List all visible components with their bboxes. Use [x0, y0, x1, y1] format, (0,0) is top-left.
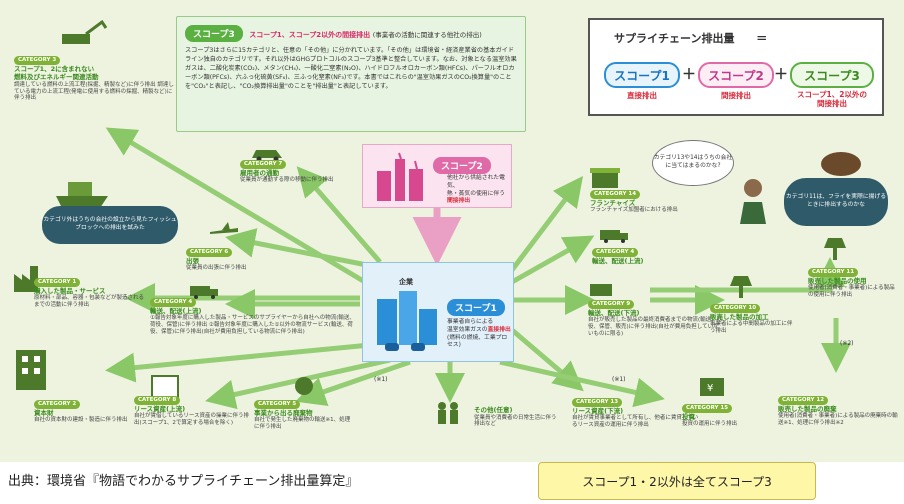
category-15: CATEGORY 15 投資 投資の運用に伴う排出 [682, 404, 738, 428]
category-3: CATEGORY 3 スコープ1、2に含まれない 燃料及びエネルギー関連活動 調… [14, 56, 174, 102]
category-8: CATEGORY 8 リース資産(上流) 自社が賃借しているリース資産の操業に伴… [134, 396, 250, 426]
svg-text:¥: ¥ [707, 383, 713, 394]
formula-scope3: スコープ3 [790, 62, 874, 88]
note-1-left: (※1) [374, 376, 388, 383]
category-14: CATEGORY 14 フランチャイズ フランチャイズ加盟者における排出 [590, 190, 678, 214]
capital-building-icon [16, 350, 46, 390]
shop-icon [590, 168, 620, 188]
money-icon: ¥ [700, 378, 724, 396]
scope3-subtitle: スコープ1、スコープ2以外の間接排出 [249, 31, 371, 39]
arrow-to-cat7 [296, 166, 382, 264]
diagram-stage: スコープ3 スコープ1、スコープ2以外の間接排出 (事業者の活動に関連する他社の… [0, 0, 904, 462]
formula-scope2-sub: 間接排出 [721, 91, 751, 100]
summary-callout: スコープ1・2以外は全てスコープ3 [538, 462, 816, 500]
plane-icon [210, 222, 238, 234]
scope3-explanation-box: スコープ3 スコープ1、スコープ2以外の間接排出 (事業者の活動に関連する他社の… [176, 16, 526, 132]
scope2-box: スコープ2 他社から供給された電気、 熱・蒸気の使用に伴う 間接排出 [362, 144, 512, 208]
supply-chain-formula-box: サプライチェーン排出量 ＝ スコープ1 ＋ スコープ2 ＋ スコープ3 直接排出… [588, 18, 884, 116]
scope3-subtitle-note: (事業者の活動に関連する他社の排出) [372, 31, 482, 39]
arrow-to-cat2 [105, 342, 371, 383]
company-scope1-box: 企業 スコープ1 事業者自らによる 温室効果ガスの直接排出 (燃料の燃焼、工業プ… [362, 262, 514, 362]
right-speech-bubble: カテゴリ11は、フライを実際に揚げるときに排出するのかな [784, 178, 888, 226]
plus-sign-1: ＋ [682, 67, 696, 83]
note-1-right: (※1) [612, 376, 626, 383]
arrow-to-cat4b [510, 235, 595, 285]
scope1-tag: スコープ1 [447, 299, 505, 316]
category-9: CATEGORY 9 輸送、配送(下流) 自社が販売した製品の最終消費者までの物… [588, 300, 723, 337]
formula-scope3-sub: スコープ1、2以外の 間接排出 [797, 90, 867, 108]
car-icon [252, 150, 282, 162]
arrow-to-cat6 [225, 228, 373, 269]
desk-lamp-icon [824, 238, 846, 260]
category-4-upstream: CATEGORY 4 輸送、配送(上流) ①報告対象年度に購入した製品・サービス… [150, 298, 355, 335]
formula-title: サプライチェーン排出量 ＝ [614, 32, 768, 45]
factory-icon [14, 266, 38, 292]
category-1: CATEGORY 1 購入した製品・サービス 原材料・部品、容器・包装などが製造… [34, 278, 145, 308]
waste-bag-icon [295, 377, 313, 395]
company-label: 企業 [399, 278, 413, 286]
person-icon [740, 179, 766, 224]
ship-icon [56, 182, 108, 208]
category-13: CATEGORY 13 リース資産(下流) 自社が賃貸事業者として所有し、他者に… [572, 398, 699, 428]
formula-scope2: スコープ2 [698, 62, 774, 88]
scope2-tag: スコープ2 [433, 157, 491, 174]
category-2: CATEGORY 2 資本財 自社の資本財の建設・製造に伴う排出 [34, 400, 128, 424]
truck-icon [190, 286, 218, 299]
plus-sign-2: ＋ [774, 67, 788, 83]
equals-sign: ＝ [756, 32, 768, 45]
building-icon [377, 291, 437, 351]
source-citation: 出典：環境省『物語でわかるサプライチェーン排出量算定』 [8, 474, 359, 489]
truck-icon-downstream [600, 230, 628, 243]
category-10: CATEGORY 10 販売した製品の加工 事業者による中間製品の加工に伴う排出 [710, 304, 793, 334]
flow-arrows [105, 127, 851, 410]
pot-icon [821, 152, 861, 176]
note-2: (※2) [840, 340, 854, 347]
arrow-to-cat15 [499, 359, 665, 408]
arrow-to-cat5 [295, 359, 411, 407]
left-speech-bubble: カテゴリ外はうちの会社の設立から見たフィッシュブロックへの排出を試みた [42, 206, 178, 244]
arrow-to-cat14 [510, 176, 584, 272]
scope2-desc: 他社から供給された電気、 熱・蒸気の使用に伴う 間接排出 [447, 175, 505, 205]
arrow-to-cat3 [105, 127, 367, 285]
category-11: CATEGORY 11 販売した製品の使用 使用者(消費者・事業者)による製品の… [808, 268, 895, 298]
category-other: その他(任意) 従業員や消費者の日常生活に伴う排出など [474, 406, 557, 428]
power-plant-icon [377, 152, 423, 201]
scope3-tag: スコープ3 [185, 25, 243, 42]
category-6: CATEGORY 6 出張 従業員の出張に伴う排出 [186, 248, 247, 272]
cart-icon [590, 284, 612, 296]
category-5: CATEGORY 5 事業から出る廃棄物 自社で発生した廃棄物の輸送※1、処理に… [254, 400, 351, 430]
excavator-icon [62, 19, 108, 44]
scope3-body-text: スコープ3はさらに15カテゴリと、任意の「その他」に分かれています。「その他」は… [185, 47, 517, 90]
category-4-right: CATEGORY 4 輸送、配送(上流) [592, 248, 644, 265]
scope1-desc: 事業者自らによる 温室効果ガスの直接排出 (燃料の燃焼、工業プロセス) [447, 319, 511, 349]
people-icon [438, 402, 458, 424]
lamp-icon [730, 276, 752, 298]
formula-scope1: スコープ1 [604, 62, 680, 88]
category-7: CATEGORY 7 雇用者の通勤 従業員が通勤する際の移動に伴う排出 [240, 160, 334, 184]
top-right-speech-bubble: カテゴリ13や14はうちの会社に当てはまるのかな? [652, 140, 734, 186]
formula-scope1-sub: 直接排出 [627, 91, 657, 100]
category-12: CATEGORY 12 販売した製品の廃棄 使用者(消費者・事業者)による製品の… [778, 396, 898, 426]
